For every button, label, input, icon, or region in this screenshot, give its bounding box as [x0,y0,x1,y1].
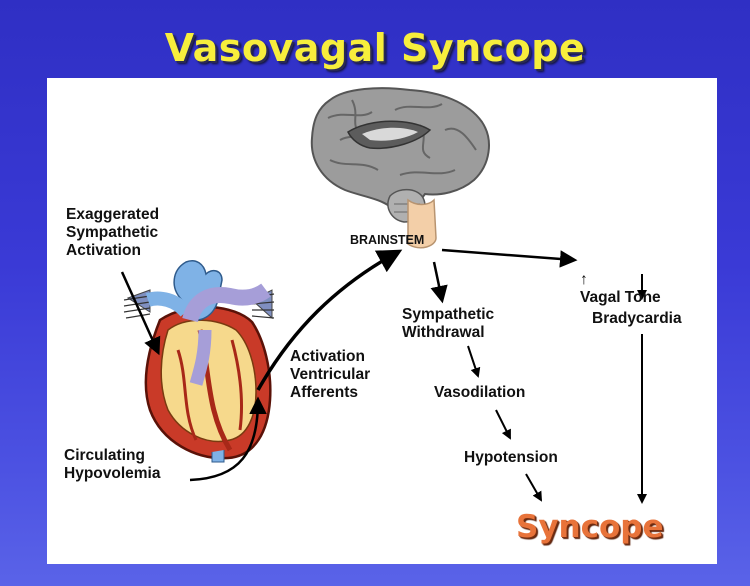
heart-icon [123,260,275,463]
label-vagal-tone: ↑ Vagal Tone [580,253,661,307]
slide-title: Vasovagal Syncope [164,26,586,70]
arrow-sympathetic-vasodilation [467,345,481,378]
label-syncope: Syncope [516,509,664,545]
label-brainstem: BRAINSTEM [350,233,425,247]
label-hypotension: Hypotension [464,449,558,466]
arrow-circulating [189,396,267,482]
arrow-brainstem-sympathetic [430,261,448,304]
arrow-brainstem-vagal [441,248,578,268]
label-circulating-hypovolemia: Circulating Hypovolemia [64,447,161,482]
label-sympathetic-withdrawal: Sympathetic Withdrawal [402,306,495,341]
arrow-exaggerated [120,271,161,356]
brain-icon [310,87,490,249]
label-exaggerated-sympathetic-activation: Exaggerated Sympathetic Activation [66,206,160,259]
label-vagal-tone-text: Vagal Tone [580,289,661,306]
label-bradycardia: Bradycardia [592,310,682,327]
arrow-hypotension-syncope [525,473,542,502]
arrows [120,248,647,504]
label-vasodilation: Vasodilation [434,384,526,401]
up-arrow-icon: ↑ [580,271,588,288]
arrow-afferents [256,249,403,391]
label-activation-ventricular-afferents: Activation Ventricular Afferents [290,348,371,401]
arrow-vasodilation-hypotension [495,409,511,440]
